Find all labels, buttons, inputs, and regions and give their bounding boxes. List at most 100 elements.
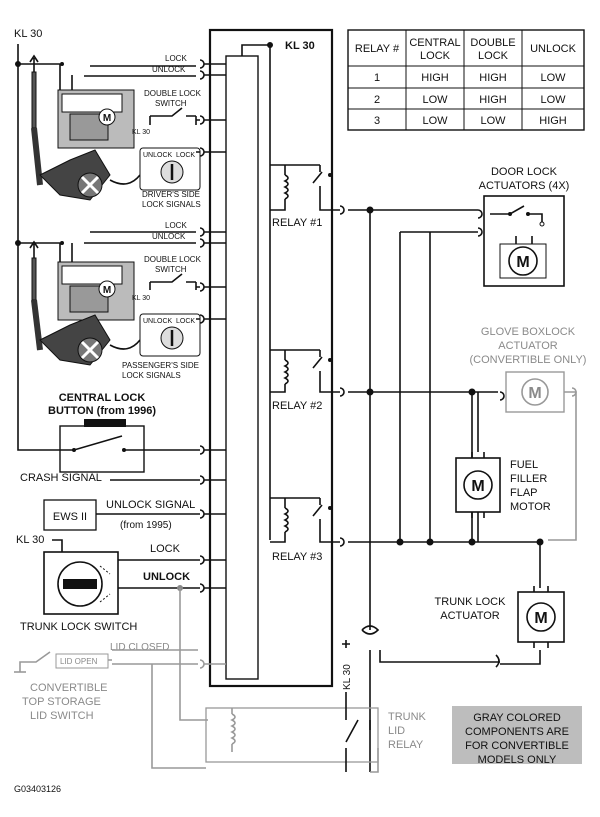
ews-box-label: EWS II [53, 511, 87, 523]
svg-text:UNLOCK: UNLOCK [143, 318, 173, 325]
table-cell: HIGH [479, 94, 507, 106]
svg-text:M: M [534, 610, 547, 627]
relay-1-label: RELAY #1 [272, 217, 322, 229]
svg-text:CENTRAL LOCK: CENTRAL LOCK [59, 392, 146, 404]
table-cell: HIGH [421, 72, 449, 84]
svg-text:UNLOCK: UNLOCK [143, 152, 173, 159]
svg-text:MODELS ONLY: MODELS ONLY [478, 754, 557, 766]
table-cell: HIGH [539, 115, 567, 127]
svg-text:LOCK: LOCK [176, 318, 195, 325]
convertible-lid-switch: LID OPEN LID CLOSED CONVERTIBLE TOP STOR… [14, 588, 226, 769]
relay-3: RELAY #3 [270, 497, 332, 563]
svg-text:GLOVE BOXLOCK: GLOVE BOXLOCK [481, 326, 576, 338]
relay-2: RELAY #2 [270, 349, 332, 412]
svg-text:CONVERTIBLE: CONVERTIBLE [30, 682, 107, 694]
svg-text:LOCK: LOCK [176, 152, 195, 159]
svg-text:M: M [103, 113, 111, 124]
door-motor-icon [508, 246, 538, 276]
svg-text:FLAP: FLAP [510, 487, 538, 499]
fuel-flap-motor: M FUEL FILLER FLAP MOTOR [455, 392, 551, 518]
crash-signal: CRASH SIGNAL [20, 472, 226, 485]
svg-text:LID SWITCH: LID SWITCH [30, 710, 94, 722]
table-header-double-lock: DOUBLE [470, 37, 515, 49]
svg-text:MOTOR: MOTOR [510, 501, 551, 513]
glove-box-actuator: GLOVE BOXLOCK ACTUATOR (CONVERTIBLE ONLY… [470, 326, 587, 541]
motor-icon [98, 108, 116, 126]
relay-2-label: RELAY #2 [272, 400, 322, 412]
driver-double-lock-label: DOUBLE LOCK [144, 89, 202, 98]
motor-icon [98, 280, 116, 298]
table-cell: LOW [422, 94, 448, 106]
svg-text:GRAY COLORED: GRAY COLORED [473, 712, 561, 724]
table-header-relay: RELAY # [355, 43, 400, 55]
svg-text:M: M [528, 385, 541, 402]
svg-text:DRIVER'S SIDE: DRIVER'S SIDE [142, 190, 200, 199]
trunk-switch-caption: TRUNK LOCK SWITCH [20, 621, 137, 633]
svg-text:SWITCH: SWITCH [155, 265, 187, 274]
table-header-unlock: UNLOCK [530, 43, 577, 55]
table-cell: LOW [480, 115, 506, 127]
driver-lock-assembly: M DOUBLE LOCK SWITCH KL 30 UNLOCK LOCK D… [29, 54, 226, 209]
svg-text:ACTUATORS (4X): ACTUATORS (4X) [479, 180, 570, 192]
lid-open-label: LID OPEN [60, 657, 98, 666]
trunk-relay-kl30: KL 30 [342, 664, 353, 690]
svg-text:(CONVERTIBLE ONLY): (CONVERTIBLE ONLY) [470, 354, 587, 366]
ews-module: EWS II UNLOCK SIGNAL (from 1995) [43, 499, 226, 531]
svg-text:DOOR LOCK: DOOR LOCK [491, 166, 558, 178]
passenger-lock-label: LOCK [165, 221, 187, 230]
svg-text:LOCK SIGNALS: LOCK SIGNALS [122, 371, 181, 380]
table-header-central-lock: CENTRAL [409, 37, 460, 49]
fuel-motor-icon [463, 470, 493, 500]
svg-text:BUTTON (from 1996): BUTTON (from 1996) [48, 405, 156, 417]
svg-text:PASSENGER'S SIDE: PASSENGER'S SIDE [122, 361, 199, 370]
central-lock-button: CENTRAL LOCK BUTTON (from 1996) [48, 392, 226, 473]
ews-unlock-signal: UNLOCK SIGNAL [106, 499, 195, 511]
trunk-lid-relay: KL 30 TRUNK LID RELAY [192, 640, 427, 773]
svg-text:COMPONENTS ARE: COMPONENTS ARE [465, 726, 569, 738]
svg-text:M: M [103, 285, 111, 296]
trunk-unlock-label: UNLOCK [143, 571, 190, 583]
table-cell: LOW [422, 115, 448, 127]
driver-unlock-label: UNLOCK [152, 65, 186, 74]
table-cell: LOW [540, 94, 566, 106]
central-module: KL 30 [208, 28, 334, 688]
relay-3-label: RELAY #3 [272, 551, 322, 563]
svg-text:LOCK: LOCK [478, 50, 509, 62]
svg-text:TRUNK: TRUNK [388, 711, 427, 723]
svg-text:TRUNK LOCK: TRUNK LOCK [435, 596, 507, 608]
door-lock-actuators: DOOR LOCK ACTUATORS (4X) M [479, 166, 570, 287]
kl30-left-supply: KL 30 [14, 28, 60, 451]
output-wiring [332, 205, 549, 772]
table-cell: HIGH [479, 72, 507, 84]
svg-text:FOR CONVERTIBLE: FOR CONVERTIBLE [465, 740, 569, 752]
driver-kl30: KL 30 [132, 129, 150, 136]
svg-text:FILLER: FILLER [510, 473, 547, 485]
passenger-lock-assembly: M DOUBLE LOCK SWITCH KL 30 UNLOCK LOCK P… [29, 221, 226, 380]
svg-text:M: M [471, 478, 484, 495]
kl30-label: KL 30 [14, 28, 42, 40]
svg-text:FUEL: FUEL [510, 459, 538, 471]
svg-text:SWITCH: SWITCH [155, 99, 187, 108]
driver-lock-label: LOCK [165, 54, 187, 63]
trunk-motor-icon [526, 602, 556, 632]
svg-text:ACTUATOR: ACTUATOR [498, 340, 558, 352]
table-cell: 2 [374, 94, 380, 106]
passenger-kl30: KL 30 [132, 295, 150, 302]
trunk-lock-label: LOCK [150, 543, 181, 555]
relay-1: RELAY #1 [270, 164, 332, 229]
trunk-lock-actuator: TRUNK LOCK ACTUATOR M [435, 586, 565, 648]
table-cell: LOW [540, 72, 566, 84]
relay-table: RELAY # CENTRAL LOCK DOUBLE LOCK UNLOCK … [347, 29, 585, 131]
svg-text:ACTUATOR: ACTUATOR [440, 610, 500, 622]
table-cell: 1 [374, 72, 380, 84]
ews-note: (from 1995) [120, 520, 172, 531]
table-cell: 3 [374, 115, 380, 127]
passenger-double-lock-label: DOUBLE LOCK [144, 255, 202, 264]
trunk-lock-switch: KL 30 LOCK UNLOCK TRUNK LOCK SWITCH [16, 534, 226, 633]
crash-signal-label: CRASH SIGNAL [20, 472, 102, 484]
lid-closed-label: LID CLOSED [110, 642, 169, 653]
svg-text:TOP STORAGE: TOP STORAGE [22, 696, 101, 708]
svg-text:LID: LID [388, 725, 405, 737]
figure-id: G03403126 [14, 784, 61, 794]
